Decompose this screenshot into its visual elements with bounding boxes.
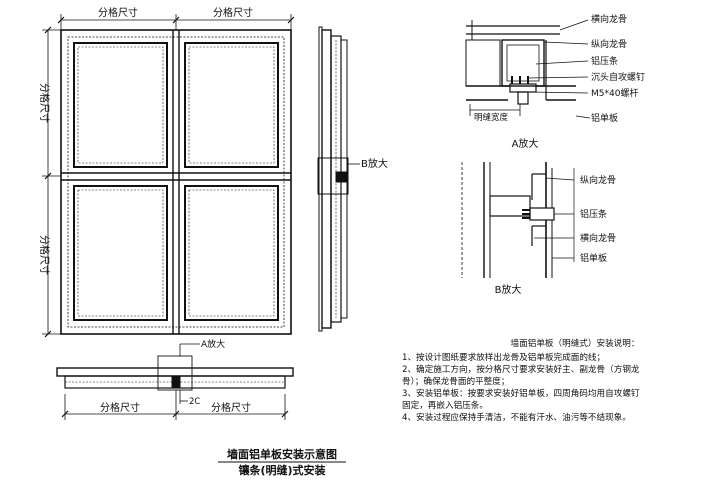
notes-item-1: 1、按设计图纸要求放样出龙骨及铝单板完成面的线； bbox=[402, 353, 606, 363]
installation-notes: 墙面铝单板（明缝式）安装说明： 1、按设计图纸要求放样出龙骨及铝单板完成面的线；… bbox=[402, 338, 708, 424]
a-label-screw: 沉头自攻螺钉 bbox=[591, 71, 645, 83]
a-label-horizontal-keel: 横向龙骨 bbox=[591, 13, 627, 25]
gap-2c-label: 2C bbox=[189, 397, 200, 407]
dim-label-left-bottom: 分格尺寸 bbox=[38, 235, 51, 275]
dim-label-bottom-right: 分格尺寸 bbox=[211, 401, 251, 414]
dim-label-top-right: 分格尺寸 bbox=[213, 6, 253, 19]
notes-item-3: 3、安装铝单板：按要求安装好铝单板，四周角码均用自攻螺钉 bbox=[402, 389, 640, 399]
a-callout-label: A放大 bbox=[201, 338, 225, 350]
b-label-aluminum-panel: 铝单板 bbox=[580, 252, 607, 264]
main-title: 墙面铝单板安装示意图 bbox=[227, 447, 337, 461]
dim-label-bottom-left: 分格尺寸 bbox=[100, 401, 140, 414]
front-elevation bbox=[60, 29, 292, 335]
bottom-plan bbox=[56, 343, 294, 420]
detail-b bbox=[461, 162, 575, 278]
left-dimension bbox=[42, 26, 61, 338]
detail-b-caption: B放大 bbox=[495, 283, 522, 296]
a-label-vertical-keel: 纵向龙骨 bbox=[591, 38, 627, 50]
detail-a bbox=[465, 19, 591, 119]
side-section bbox=[317, 26, 360, 332]
b-callout-label: B放大 bbox=[361, 157, 388, 170]
a-label-aluminum-panel: 铝单板 bbox=[591, 112, 618, 124]
notes-title: 墙面铝单板（明缝式）安装说明： bbox=[510, 339, 640, 349]
main-subtitle: 镶条(明缝)式安装 bbox=[238, 463, 325, 477]
b-label-horizontal-keel: 横向龙骨 bbox=[580, 232, 616, 244]
a-label-gap-width: 明缝宽度 bbox=[474, 112, 509, 123]
dim-label-left-top: 分格尺寸 bbox=[38, 83, 51, 123]
notes-item-3-cont: 固定，再嵌入铝压条。 bbox=[402, 401, 488, 411]
notes-item-2: 2、确定施工方向，按分格尺寸要求安装好主、副龙骨（方钢龙 bbox=[402, 365, 640, 375]
top-dimension bbox=[57, 14, 295, 30]
notes-item-4: 4、安装过程应保持手清洁，不能有汗水、油污等不结现象。 bbox=[402, 413, 631, 423]
dim-label-top-left: 分格尺寸 bbox=[98, 6, 138, 19]
b-label-vertical-keel: 纵向龙骨 bbox=[580, 174, 616, 186]
a-label-aluminum-strip: 铝压条 bbox=[591, 55, 618, 67]
b-label-aluminum-strip: 铝压条 bbox=[580, 208, 607, 220]
notes-item-2-cont: 骨）；确保龙骨面的平整度； bbox=[402, 377, 510, 387]
a-label-bolt: M5*40螺杆 bbox=[591, 87, 638, 99]
detail-a-caption: A放大 bbox=[512, 137, 539, 150]
